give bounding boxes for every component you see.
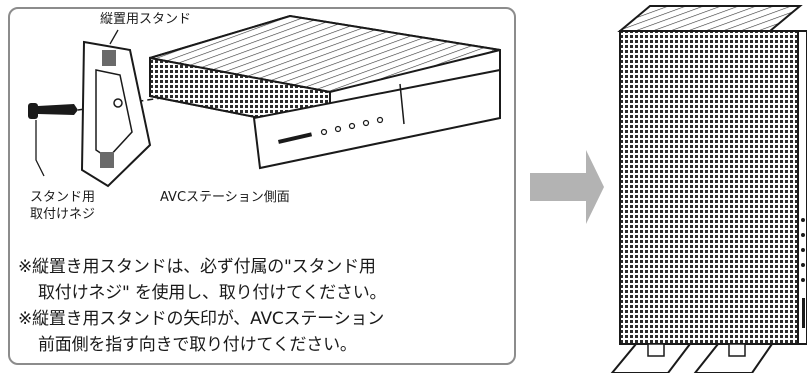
station-side-label: AVCステーション側面 <box>160 190 290 205</box>
direction-arrow-icon <box>530 150 604 224</box>
stand-label: 縦置用スタンド <box>100 12 192 27</box>
vertical-stand-icon <box>80 40 152 188</box>
screw-label-line1: スタンド用 <box>30 190 96 205</box>
note-line-4: 前面側を指す向きで取り付けてください。 <box>38 335 357 355</box>
avc-station-horizontal-icon <box>149 14 501 170</box>
screw-icon <box>28 103 78 119</box>
stand-leader-line <box>109 29 119 45</box>
screw-leader-line <box>35 120 45 177</box>
avc-station-vertical-icon <box>610 5 807 373</box>
screw-label-line2: 取付けネジ <box>30 207 96 222</box>
note-line-2: 取付けネジ" を使用し、取り付けてください。 <box>38 283 387 303</box>
note-line-1: ※縦置き用スタンドは、必ず付属の"スタンド用 <box>18 257 376 277</box>
note-line-3: ※縦置き用スタンドの矢印が、AVCステーション <box>18 309 385 329</box>
